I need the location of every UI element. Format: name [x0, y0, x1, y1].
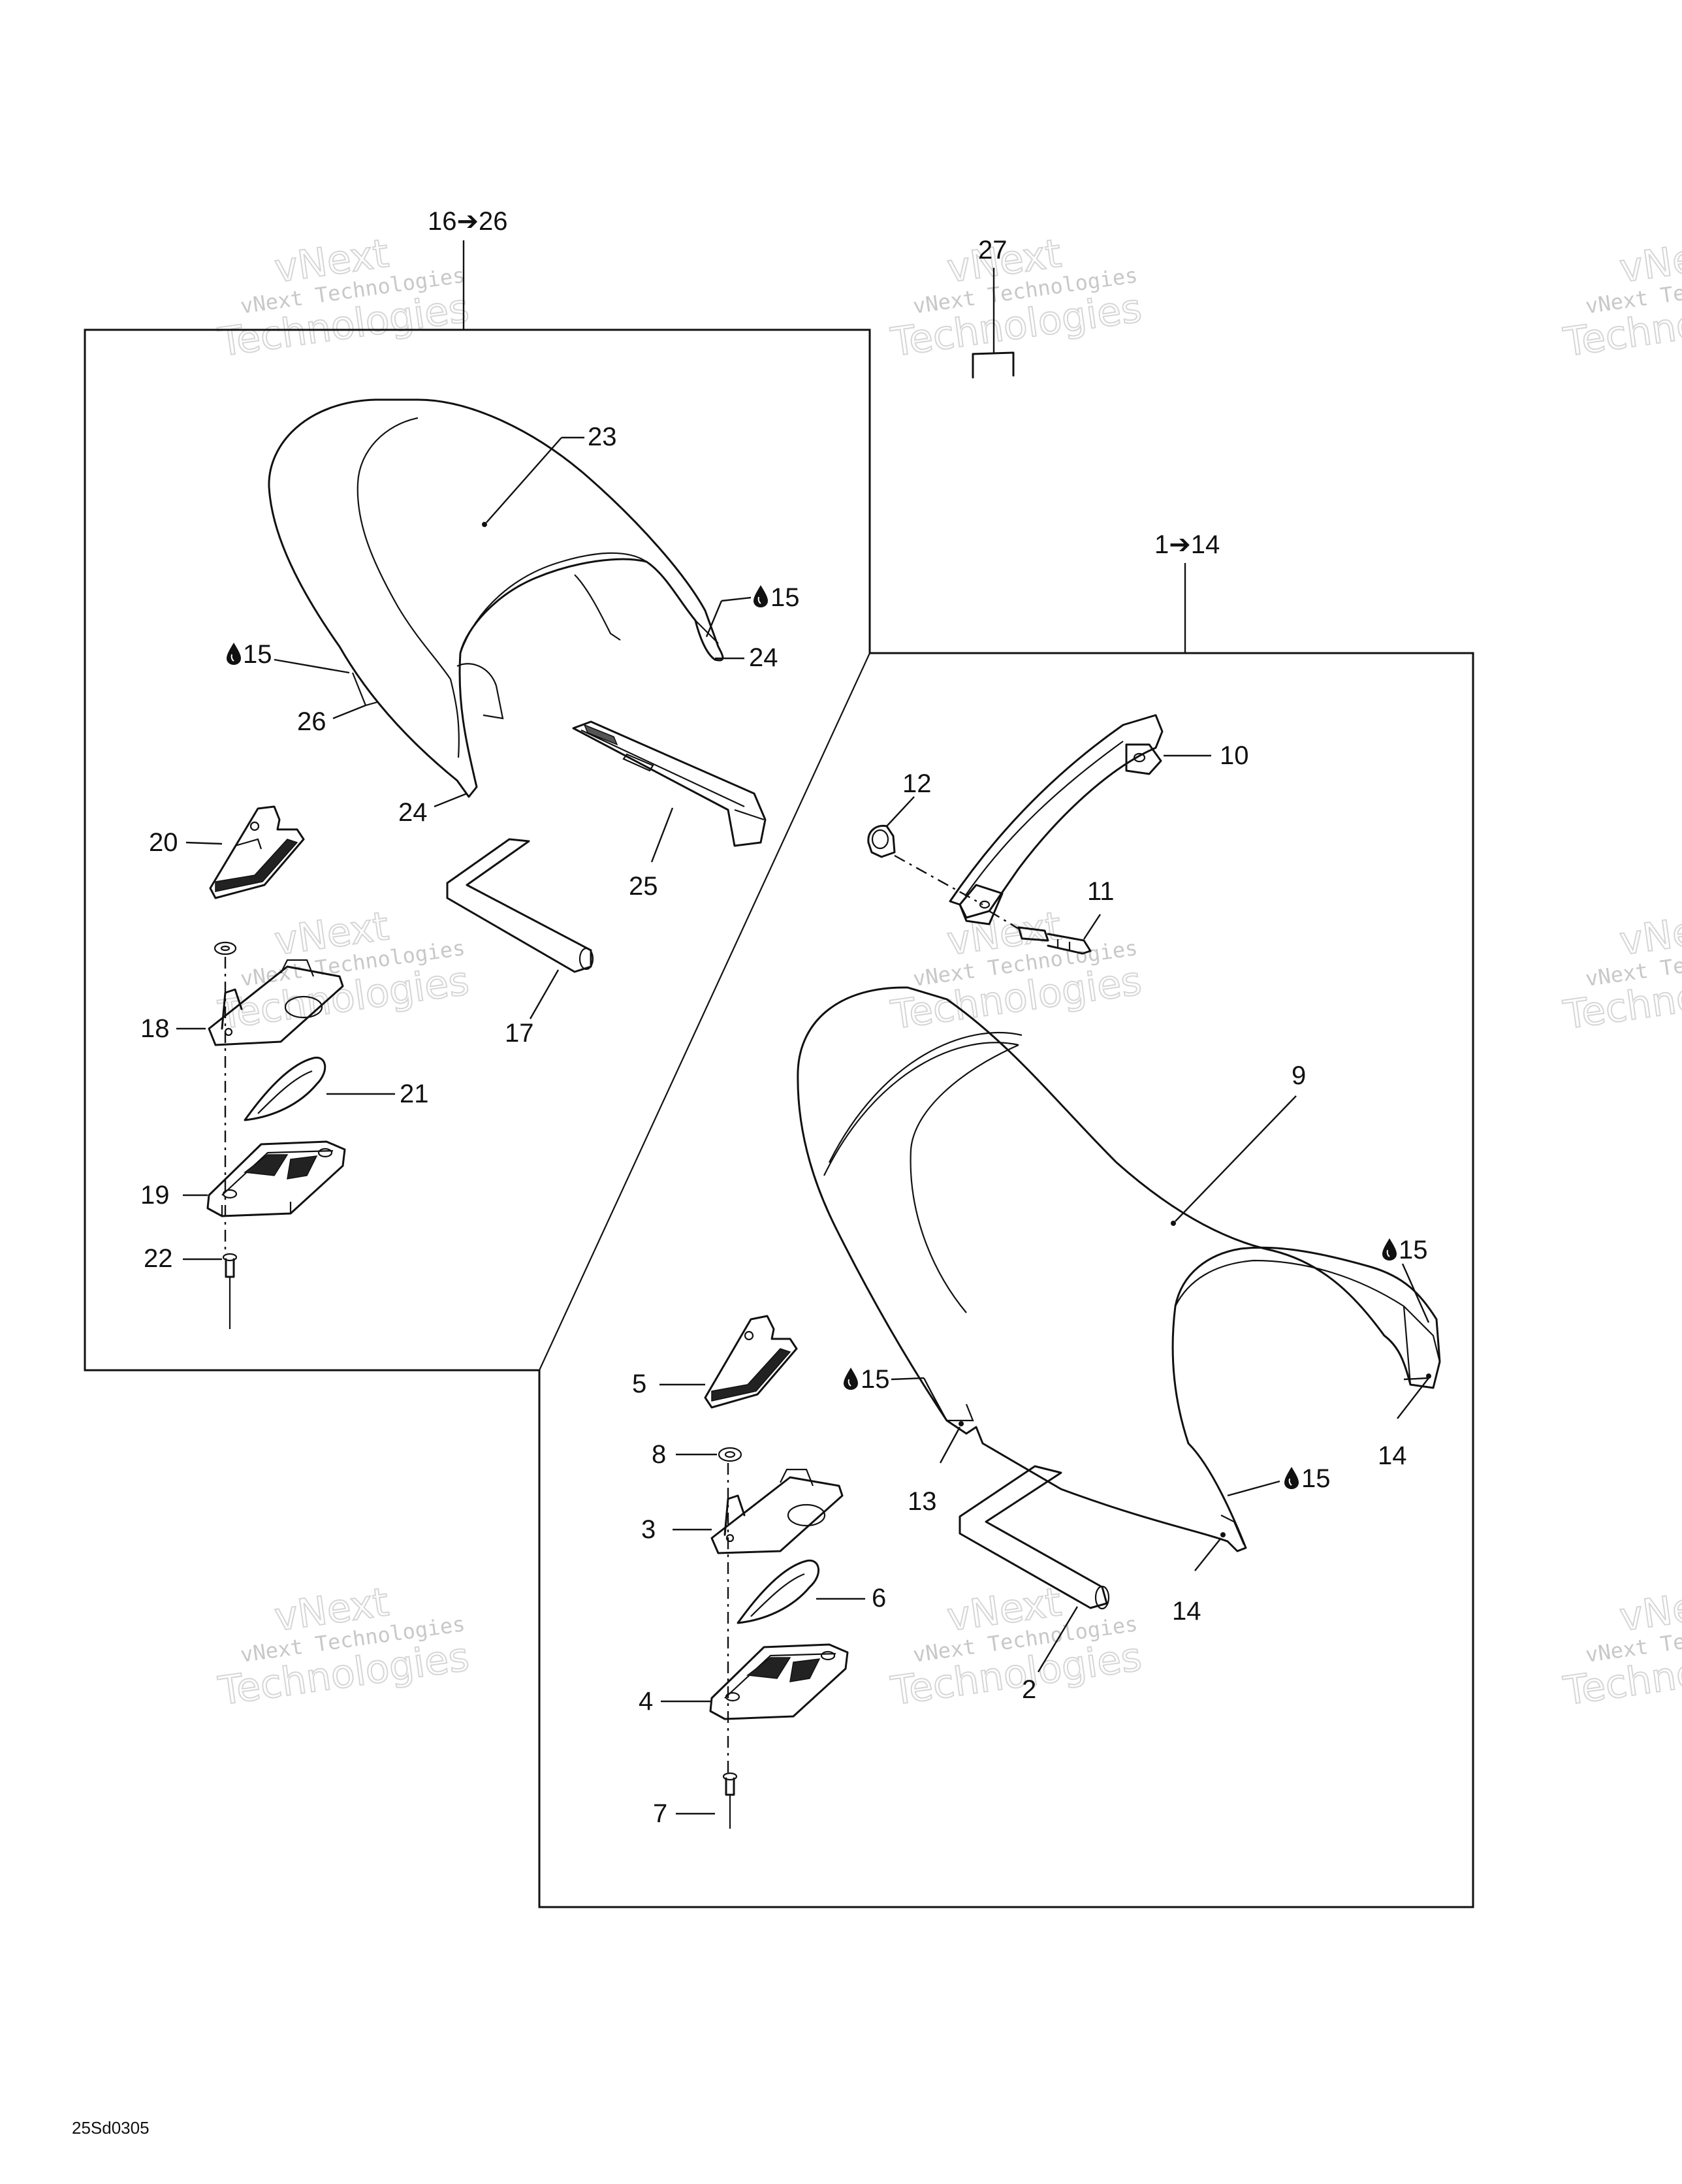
- callout-9: 9: [1292, 1061, 1306, 1090]
- callout-27: 27: [978, 236, 1008, 265]
- part-27-bracket: [972, 268, 1015, 379]
- part-2-handle: [959, 1465, 1110, 1610]
- watermark-mid-left: vNext vNext Technologies Technologies: [215, 903, 472, 1039]
- part-12-grommet: [867, 824, 896, 858]
- part-22-rivet: [222, 1253, 238, 1329]
- callout-18: 18: [140, 1014, 170, 1043]
- svg-text:15: 15: [770, 583, 800, 612]
- watermark-low-left: vNext vNext Technologies Technologies: [215, 1579, 472, 1715]
- svg-text:15: 15: [861, 1365, 890, 1394]
- callout-21: 21: [400, 1080, 429, 1108]
- lubricant-callout-3: 15: [1382, 1236, 1428, 1264]
- watermark-low-right: vNext vNext Technologies Technologies: [1560, 1579, 1682, 1715]
- watermark-mid-right: vNext vNext Technologies Technologies: [1560, 903, 1682, 1039]
- front-seat-9: [797, 986, 1441, 1552]
- part-19-base: [206, 1140, 346, 1217]
- svg-text:15: 15: [243, 640, 272, 669]
- callout-24-upper: 24: [749, 643, 778, 672]
- callout-25: 25: [629, 872, 658, 901]
- part-3-bracket: [710, 1468, 844, 1554]
- lubricant-callout-2: 15: [226, 640, 272, 669]
- callout-12: 12: [902, 769, 932, 798]
- callout-2: 2: [1022, 1675, 1036, 1704]
- callout-26: 26: [297, 707, 326, 736]
- callout-14-lower: 14: [1172, 1597, 1201, 1626]
- lubricant-callout-5: 15: [1284, 1464, 1331, 1493]
- part-11-axis-line: [989, 910, 1019, 930]
- callout-11: 11: [1087, 877, 1115, 906]
- callout-6: 6: [872, 1584, 886, 1613]
- part-20-latch: [209, 805, 305, 899]
- watermark-low-center: vNext vNext Technologies Technologies: [887, 1579, 1145, 1715]
- part-21-gasket: [244, 1056, 326, 1121]
- callout-14-right: 14: [1378, 1441, 1407, 1470]
- callout-5: 5: [632, 1370, 646, 1398]
- part-8-washer: [718, 1447, 742, 1462]
- svg-text:15: 15: [1301, 1464, 1331, 1493]
- front-seat-group-label: 1➔14: [1154, 530, 1220, 559]
- callout-8: 8: [652, 1440, 666, 1469]
- callout-19: 19: [140, 1181, 170, 1210]
- leader-23: [486, 437, 562, 523]
- watermark-top-right: vNext vNext Technologies Technologies: [1560, 230, 1682, 366]
- part-5-latch: [704, 1315, 798, 1409]
- callout-23: 23: [588, 423, 617, 451]
- rear-seat-23: [268, 398, 724, 798]
- callout-24-lower: 24: [398, 798, 428, 827]
- rear-seat-group-frame: [84, 329, 1474, 1908]
- callout-17: 17: [505, 1019, 534, 1048]
- watermark-mid-center: vNext vNext Technologies Technologies: [887, 903, 1145, 1039]
- group-divider: [539, 652, 870, 1371]
- rear-seat-group-label: 16➔26: [428, 207, 508, 236]
- watermark-top-left: vNext vNext Technologies Technologies: [215, 230, 472, 366]
- watermark-top-center: vNext vNext Technologies Technologies: [887, 230, 1145, 366]
- callout-22: 22: [144, 1244, 173, 1273]
- callout-3: 3: [641, 1515, 656, 1544]
- lubricant-callout-4: 15: [843, 1365, 890, 1394]
- callout-7: 7: [653, 1799, 667, 1828]
- lubricant-callout-1: 15: [753, 583, 800, 612]
- part-7-rivet: [722, 1772, 738, 1829]
- part-17-handle: [446, 838, 594, 973]
- part-18-bracket: [208, 941, 344, 1046]
- part-11-screw: [1017, 926, 1092, 955]
- svg-text:15: 15: [1399, 1236, 1428, 1264]
- drawing-code: 25Sd0305: [72, 2118, 150, 2138]
- part-12-axis-line: [894, 854, 983, 906]
- part-25-strap: [572, 720, 767, 847]
- callout-13: 13: [908, 1487, 937, 1516]
- part-10-grab-handle: [949, 714, 1164, 925]
- callout-20: 20: [149, 828, 178, 857]
- part-6-gasket: [737, 1559, 820, 1624]
- callout-4: 4: [639, 1687, 653, 1716]
- part-4-base: [709, 1643, 849, 1720]
- callout-10: 10: [1220, 741, 1249, 770]
